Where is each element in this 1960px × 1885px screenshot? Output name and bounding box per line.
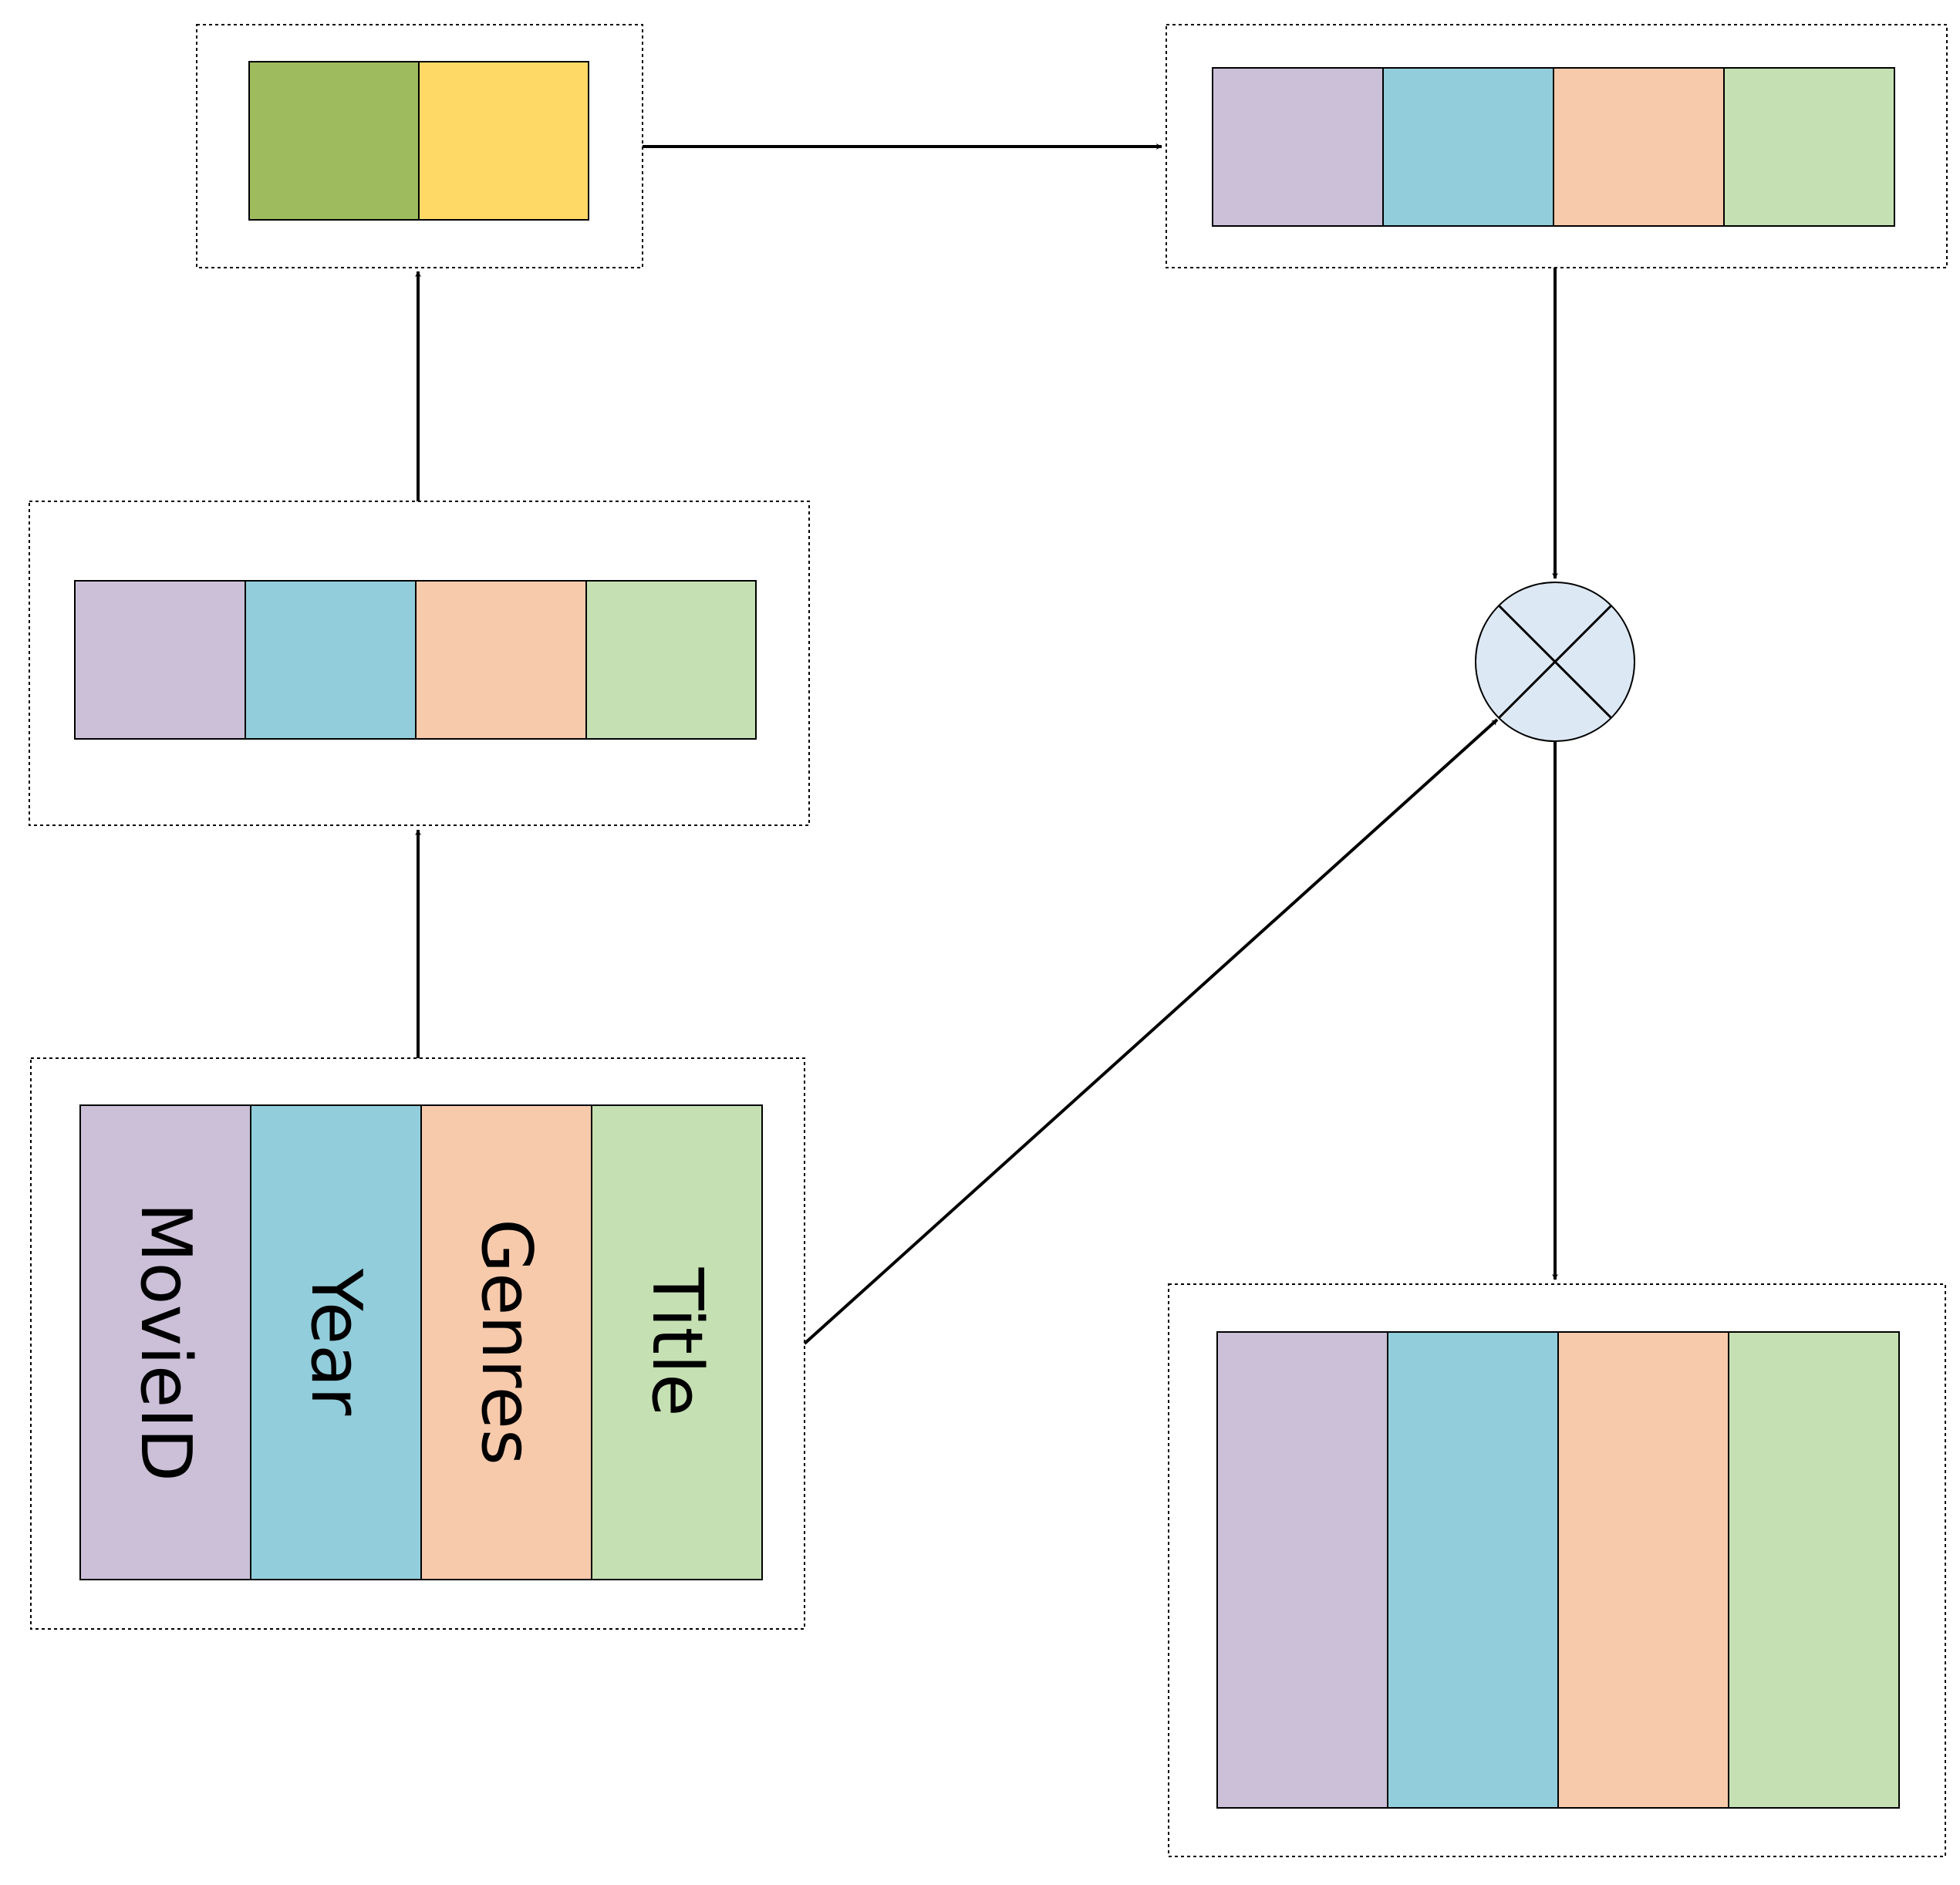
expanded-cell-4	[1723, 67, 1895, 227]
input-table-container	[30, 1057, 805, 1630]
output-column-1	[1216, 1331, 1388, 1809]
label-movieid: MovieID	[125, 1202, 206, 1482]
label-genres: Genres	[466, 1219, 547, 1465]
output-column-2	[1387, 1331, 1559, 1809]
multiply-icon	[1475, 582, 1635, 742]
output-table-container	[1168, 1283, 1946, 1857]
label-title: Title	[636, 1267, 717, 1417]
input-column-year	[250, 1104, 422, 1580]
input-column-genres	[420, 1104, 592, 1580]
embedding-cell-4	[585, 580, 757, 740]
input-column-title	[591, 1104, 763, 1580]
label-year: Year	[295, 1268, 376, 1416]
expanded-cell-2	[1382, 67, 1554, 227]
embedding-cell-2	[245, 580, 417, 740]
expanded-cell-1	[1212, 67, 1384, 227]
compressed-cell-2	[418, 61, 589, 221]
arrow-input-to-multiply	[803, 718, 1499, 1345]
compressed-cell-1	[248, 61, 420, 221]
output-column-3	[1557, 1331, 1729, 1809]
compressed-vector-container	[196, 24, 643, 268]
input-column-movieid	[79, 1104, 251, 1580]
expanded-cell-3	[1553, 67, 1725, 227]
embedding-cell-1	[74, 580, 246, 740]
output-column-4	[1728, 1331, 1900, 1809]
embedding-cell-3	[415, 580, 587, 740]
